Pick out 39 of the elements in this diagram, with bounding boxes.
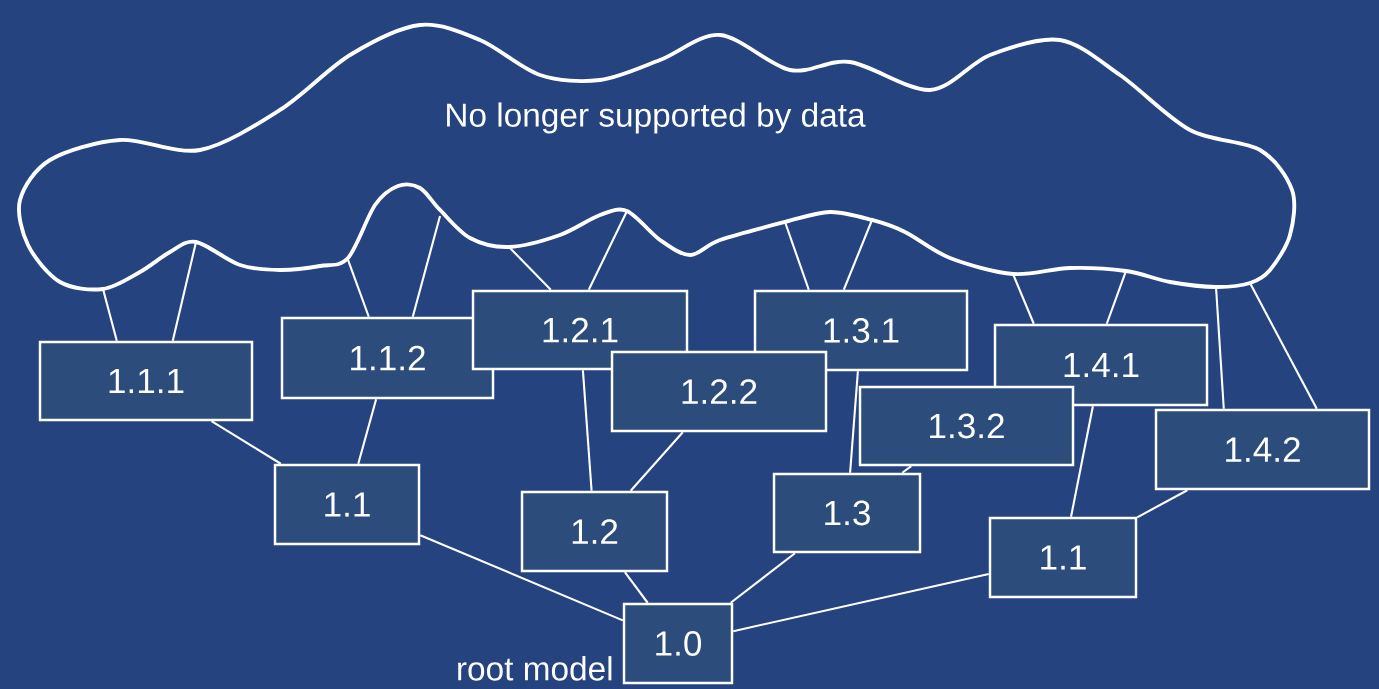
number-box: 1.1 [273,463,421,546]
connector-line [508,246,552,291]
number-box: 1.3.1 [753,289,969,372]
number-box: 1.4.2 [1154,408,1371,491]
connector-line [171,241,198,341]
connector-line [1012,273,1035,325]
connector-line [730,552,796,604]
connector-line [210,420,282,465]
connector-line [1249,282,1318,410]
number-box: 1.2 [520,490,669,573]
connector-line [581,370,593,491]
number-box: 1.3 [772,472,922,554]
connector-line [411,215,442,318]
number-box: 1.2.2 [610,350,828,433]
connector-line [587,210,628,291]
number-box: 1.4.1 [993,323,1209,407]
connector-line [1105,270,1127,325]
connector-line [1070,406,1094,517]
connector-line [901,465,912,474]
number-box: 1.1 [988,516,1138,599]
connector-line [357,398,378,465]
connector-line [1136,489,1188,519]
connector-line [102,288,118,342]
connector-line [784,221,810,291]
number-box: 1.3.2 [858,385,1075,467]
connector-line [624,571,649,604]
connector-line [347,259,370,318]
connector-line [849,371,859,473]
connector-line [419,534,624,622]
number-box: 1.0 [622,602,734,685]
node-label: root model [458,656,612,681]
connector-line [842,219,873,291]
connector-line [733,573,989,633]
cloud: No longer supported by data [17,22,1297,292]
number-box: 1.2.1 [471,289,689,371]
connector-line [1214,286,1225,409]
number-box: 1.1.1 [38,340,254,422]
connector-line [629,431,684,492]
number-box: 1.1.2 [280,316,495,400]
